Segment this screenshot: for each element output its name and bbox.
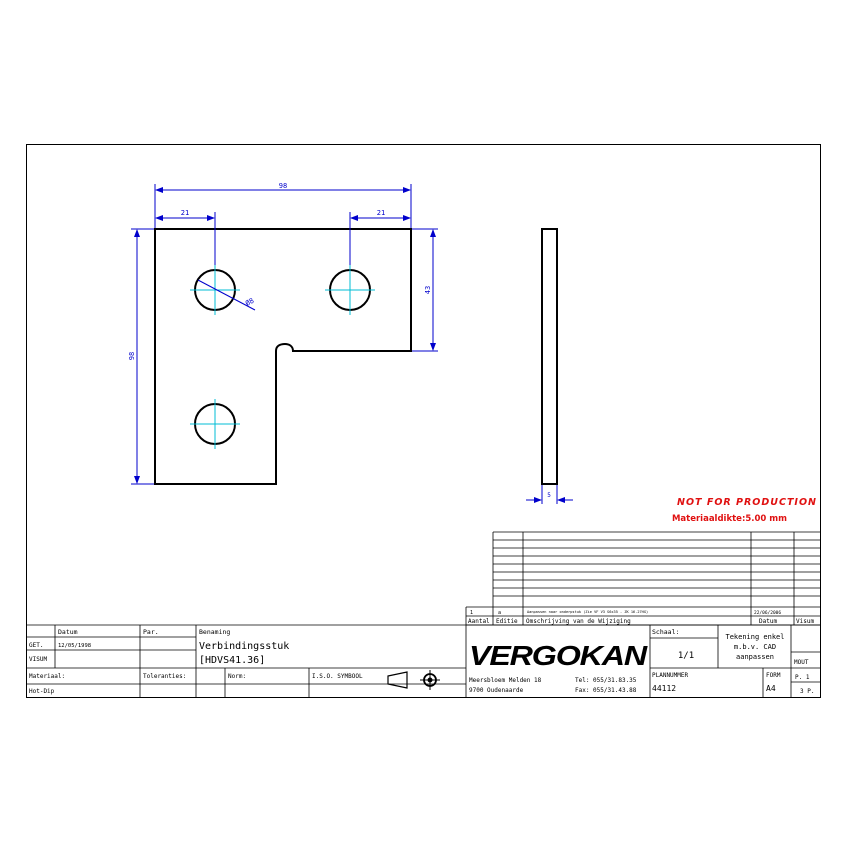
- iso-symbool-label: I.S.O. SYMBOOL: [312, 673, 363, 680]
- dim-label-left-offset: 21: [181, 209, 189, 217]
- revision-header-omschrijving: Omschrijving van de Wijziging: [526, 618, 631, 625]
- revision-header-aantal: Aantal: [468, 618, 490, 625]
- blad-totaal: 3 P.: [800, 688, 814, 695]
- company-tel: Tel: 055/31.83.35: [575, 677, 637, 684]
- benaming-label: Benaming: [199, 628, 230, 636]
- norm-label: Norm:: [228, 673, 246, 680]
- revision-aantal: 1: [470, 610, 473, 616]
- dimension-hole-offset-right: 21: [349, 209, 411, 265]
- part-outline: [154, 228, 412, 485]
- dim-label-diameter: Ø8: [244, 297, 255, 308]
- get-label: GET.: [29, 642, 43, 649]
- dim-label-width: 98: [279, 182, 287, 190]
- hole-top-right: [325, 265, 375, 315]
- dimension-overall-height: 98: [128, 228, 154, 485]
- sheet-frame: [26, 144, 821, 698]
- materiaal-label: Materiaal:: [29, 673, 65, 680]
- revision-table: [465, 531, 820, 626]
- schaal-label: Schaal:: [652, 628, 679, 636]
- formaat-label: FORM: [766, 672, 781, 679]
- company-address2: 9700 Oudenaarde: [469, 687, 524, 694]
- revision-editie: a: [498, 610, 501, 616]
- formaat-value: A4: [766, 684, 776, 693]
- cad-note-line1: Tekening enkel: [725, 633, 784, 641]
- not-for-production-note: NOT FOR PRODUCTION: [677, 497, 817, 508]
- blad-number: P. 1: [795, 674, 810, 681]
- cad-note-line3: aanpassen: [736, 653, 774, 661]
- revision-description: Aanpassen naar onderpstuk (Zie VF V3 S6x…: [527, 610, 648, 614]
- cad-note-line2: m.b.v. CAD: [734, 643, 776, 651]
- title-block-grid: [26, 624, 820, 697]
- company-fax: Fax: 055/31.43.88: [575, 687, 637, 694]
- dim-label-right-height: 43: [424, 286, 432, 294]
- benaming-line1: Verbindingsstuk: [199, 641, 289, 652]
- schaal-value: 1/1: [678, 651, 694, 661]
- side-view-plate: [541, 228, 558, 485]
- iso-projection-icon: [387, 670, 440, 690]
- revision-header-visum: Visum: [796, 618, 814, 625]
- hole-top-left: [190, 265, 240, 315]
- revision-datum: 22/06/2006: [754, 610, 781, 616]
- datum-label: Datum: [58, 628, 78, 636]
- toleranties-label: Toleranties:: [143, 673, 186, 680]
- finish-value: Hot-Dip: [29, 688, 55, 695]
- revision-header-editie: Editie: [496, 618, 518, 625]
- company-address1: Meersbloem Melden 18: [469, 677, 542, 684]
- dimension-thickness: 5: [526, 485, 573, 504]
- dimension-hole-diameter: Ø8: [197, 279, 255, 311]
- hole-bottom-left: [190, 399, 240, 449]
- dim-label-thickness: 5: [547, 492, 551, 499]
- visum-label: VISUM: [29, 656, 47, 663]
- plannummer-value: 44112: [652, 684, 676, 693]
- dimension-right-height: 43: [412, 228, 438, 352]
- dim-label-height: 98: [128, 352, 136, 360]
- company-logo: VERGOKAN: [469, 640, 648, 671]
- mout-label: MOUT: [794, 659, 809, 666]
- revision-header-datum: Datum: [759, 618, 777, 625]
- dim-label-right-offset: 21: [377, 209, 385, 217]
- plannummer-label: PLANNUMMER: [652, 672, 689, 679]
- get-date: 12/05/1998: [58, 643, 91, 649]
- dimension-overall-width: 98: [154, 182, 412, 228]
- material-thickness-note: Materiaaldikte:5.00 mm: [672, 514, 787, 524]
- benaming-line2: [HDVS41.36]: [199, 655, 265, 666]
- dimension-hole-offset-left: 21: [155, 209, 216, 265]
- par-label: Par.: [143, 628, 159, 636]
